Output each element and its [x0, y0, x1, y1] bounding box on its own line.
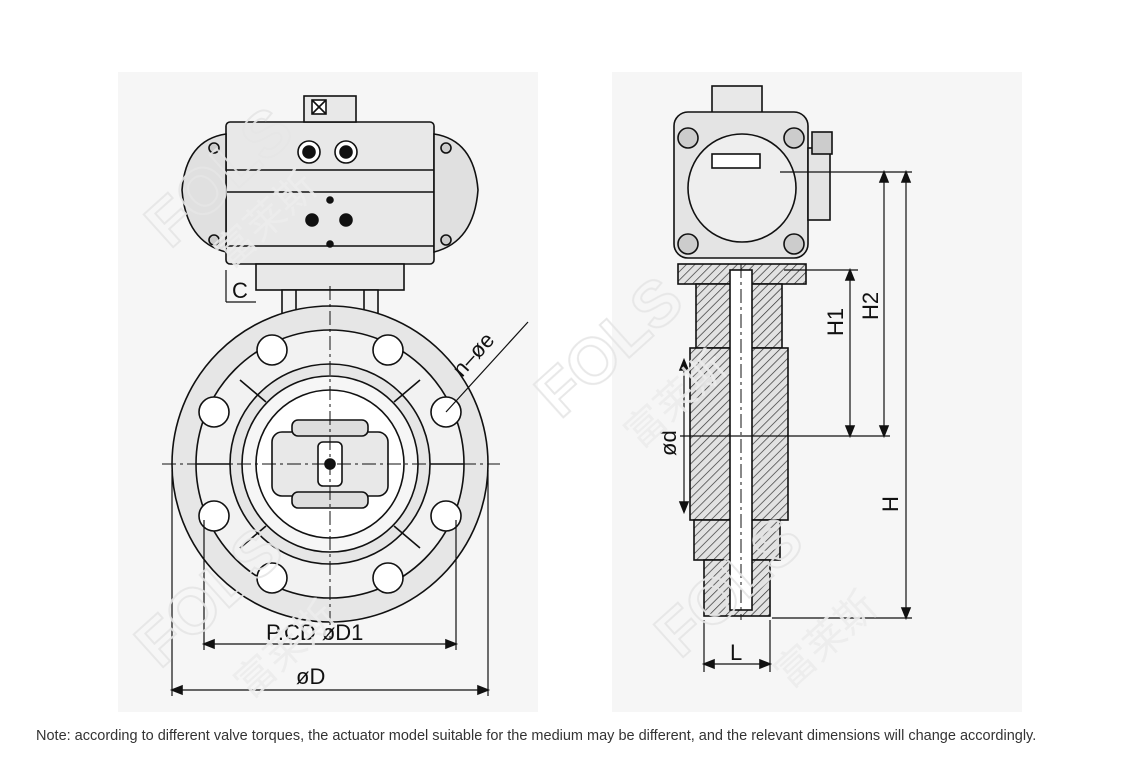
label-l: L — [730, 640, 742, 665]
label-h: H — [878, 496, 903, 512]
mounting-bracket — [255, 263, 405, 291]
actuator-body — [181, 95, 479, 265]
label-h1: H1 — [823, 308, 848, 336]
side-view — [673, 85, 912, 672]
label-pcd-d1: P.CD øD1 — [266, 620, 363, 645]
actuator-end-cap — [673, 85, 833, 259]
label-phi-d: ød — [656, 430, 681, 456]
label-h2: H2 — [858, 292, 883, 320]
valve-flange — [171, 305, 489, 623]
label-phi-d-outer: øD — [296, 664, 325, 689]
label-c: C — [232, 278, 248, 303]
footnote: Note: according to different valve torqu… — [36, 728, 1037, 744]
front-view — [162, 95, 529, 696]
